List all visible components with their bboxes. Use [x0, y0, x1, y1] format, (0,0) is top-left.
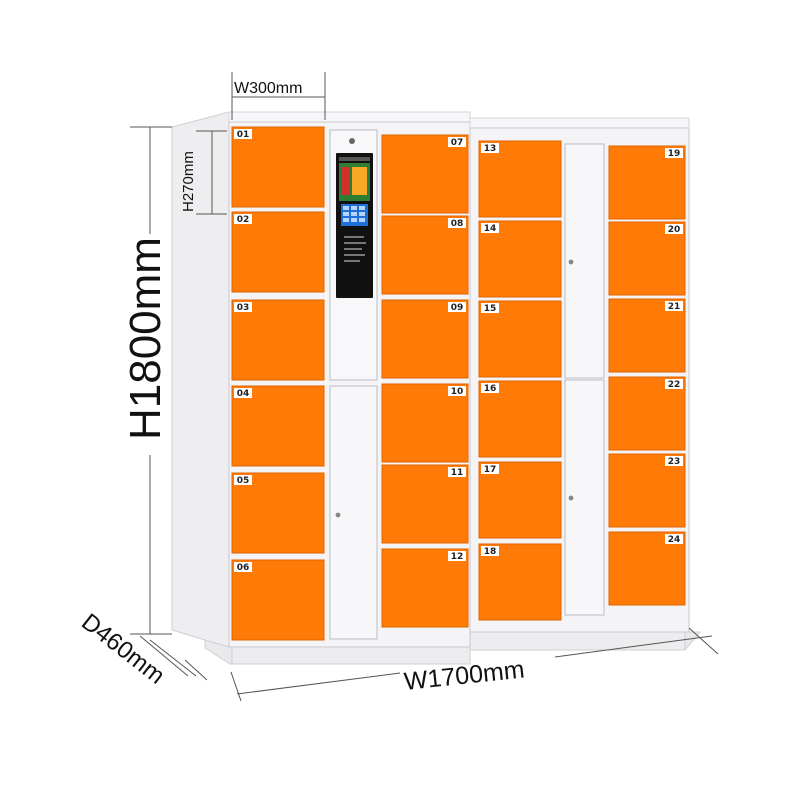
door-number-badge: [448, 551, 466, 561]
locker-door-02: [231, 211, 325, 293]
door-number-badge: [234, 388, 252, 398]
door-number-label: 05: [237, 476, 250, 486]
locker-door-13: [478, 140, 562, 218]
door-number-label: 14: [484, 224, 497, 234]
door-number-badge: [481, 383, 499, 393]
door-number-badge: [448, 467, 466, 477]
white-doors: [329, 143, 605, 640]
locker-door-23: [608, 453, 686, 528]
door-number-label: 09: [451, 303, 464, 313]
door-number-label: 07: [451, 138, 464, 148]
white-door-left-bottom: [329, 385, 378, 640]
door-number-badge: [665, 379, 683, 389]
locker-door-04: [231, 385, 325, 467]
dim-height-total: H1800mm: [121, 237, 170, 440]
door-number-badge: [448, 218, 466, 228]
keyhole-icon: [568, 259, 574, 265]
door-number-label: 15: [484, 304, 497, 314]
locker-door-15: [478, 300, 562, 378]
door-number-badge: [665, 301, 683, 311]
door-number-badge: [234, 129, 252, 139]
door-number-badge: [665, 148, 683, 158]
door-number-label: 20: [668, 225, 681, 235]
door-number-label: 04: [237, 389, 250, 399]
door-number-badge: [234, 214, 252, 224]
door-number-label: 13: [484, 144, 497, 154]
door-number-badge: [448, 386, 466, 396]
door-number-label: 22: [668, 380, 681, 390]
door-number-badge: [665, 456, 683, 466]
keyhole-icon: [335, 512, 341, 518]
door-number-label: 24: [668, 535, 681, 545]
door-number-badge: [665, 224, 683, 234]
locker-doors: 01 02 03 04 05 06 07 08 09 10 11 12 13 14 15 16 17 18 19 20…: [231, 126, 686, 641]
door-number-label: 08: [451, 219, 464, 229]
dim-height-cell: H270mm: [180, 151, 197, 212]
dim-width-cell: W300mm: [234, 80, 302, 97]
door-number-badge: [481, 303, 499, 313]
locker-door-18: [478, 543, 562, 621]
locker-door-11: [381, 464, 469, 544]
door-number-badge: [481, 546, 499, 556]
door-number-label: 10: [451, 387, 464, 397]
dimension-lines: [130, 72, 719, 702]
locker-door-03: [231, 299, 325, 381]
door-number-badge: [665, 534, 683, 544]
door-number-label: 03: [237, 303, 250, 313]
locker-door-21: [608, 298, 686, 373]
locker-door-22: [608, 376, 686, 451]
door-number-badge: [481, 464, 499, 474]
locker-door-10: [381, 383, 469, 463]
door-number-badge: [481, 223, 499, 233]
door-number-label: 21: [668, 302, 681, 312]
door-number-label: 23: [668, 457, 681, 467]
locker-door-16: [478, 380, 562, 458]
door-number-label: 01: [237, 130, 250, 140]
door-number-badge: [234, 302, 252, 312]
locker-door-24: [608, 531, 686, 606]
door-number-badge: [234, 475, 252, 485]
door-number-label: 02: [237, 215, 250, 225]
locker-door-09: [381, 299, 469, 379]
door-number-badge: [234, 562, 252, 572]
locker-door-19: [608, 145, 686, 220]
keyhole-icon: [568, 495, 574, 501]
control-panel: [329, 129, 378, 381]
door-number-label: 12: [451, 552, 464, 562]
door-number-badge: [448, 302, 466, 312]
cabinet-side: [171, 111, 230, 648]
door-number-label: 17: [484, 465, 497, 475]
door-number-badge: [448, 137, 466, 147]
locker-door-14: [478, 220, 562, 298]
locker-door-08: [381, 215, 469, 295]
door-number-label: 16: [484, 384, 497, 394]
locker-door-01: [231, 126, 325, 208]
locker-door-17: [478, 461, 562, 539]
locker-door-12: [381, 548, 469, 628]
door-number-label: 19: [668, 149, 681, 159]
locker-door-20: [608, 221, 686, 296]
door-number-label: 06: [237, 563, 250, 573]
door-number-badge: [481, 143, 499, 153]
locker-door-05: [231, 472, 325, 554]
locker-door-06: [231, 559, 325, 641]
locker-door-07: [381, 134, 469, 214]
door-number-label: 18: [484, 547, 497, 557]
door-number-label: 11: [451, 468, 464, 478]
